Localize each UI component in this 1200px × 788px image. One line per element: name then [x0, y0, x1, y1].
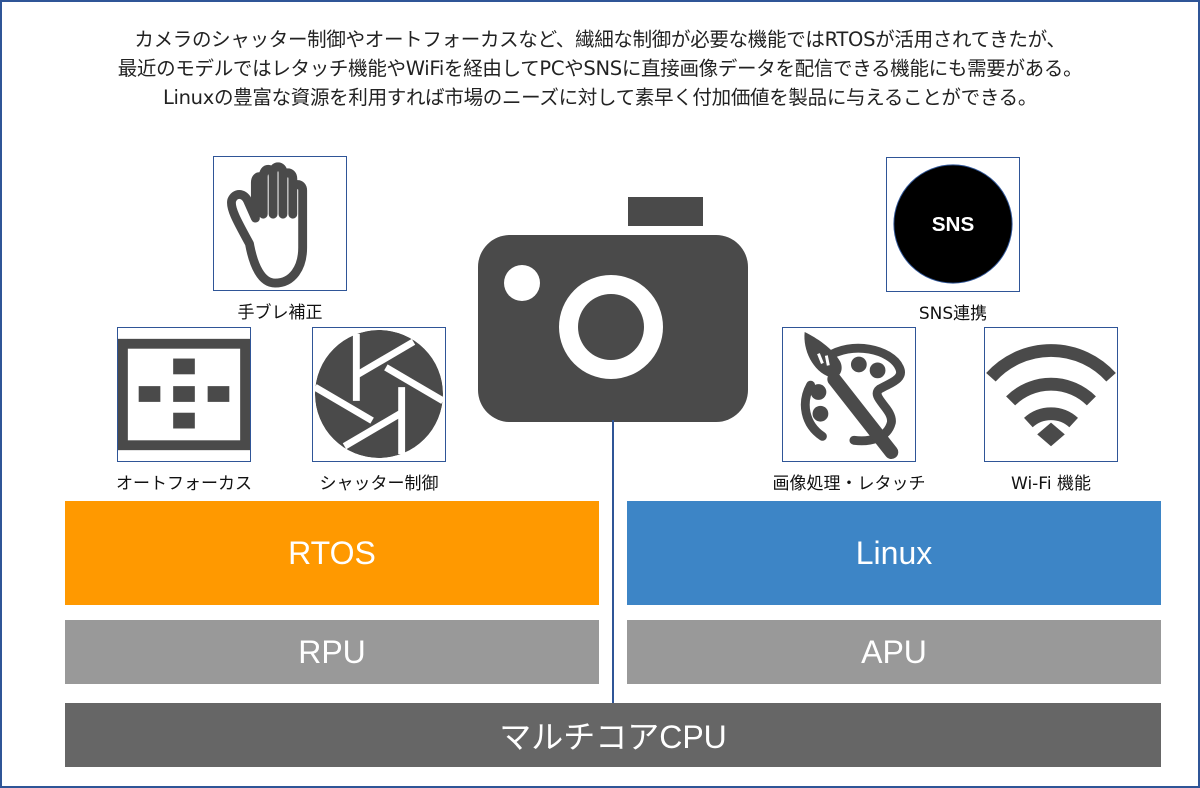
description-line-3: Linuxの豊富な資源を利用すれば市場のニーズに対して素早く付加価値を製品に与え… [162, 86, 1038, 109]
feature-label-wifi: Wi-Fi 機能 [1011, 474, 1091, 494]
feature-label-retouch: 画像処理・レタッチ [772, 474, 926, 494]
rpu-label: RPU [298, 633, 366, 670]
description-text: カメラのシャッター制御やオートフォーカスなど、繊細な制御が必要な機能ではRTOS… [0, 25, 1200, 112]
feature-label-autofocus: オートフォーカス [116, 474, 252, 494]
feature-label-shutter: シャッター制御 [319, 474, 439, 494]
rpu-block: RPU [65, 620, 599, 684]
shutter-aperture-icon [312, 327, 446, 462]
multicore-cpu-block: マルチコアCPU [65, 703, 1161, 767]
sns-icon-text: SNS [932, 213, 975, 236]
feature-label-sns: SNS連携 [918, 304, 988, 324]
autofocus-icon [117, 327, 251, 462]
rtos-label: RTOS [288, 534, 376, 571]
wifi-icon [984, 327, 1118, 462]
palette-brush-icon [782, 327, 916, 462]
camera-icon [478, 195, 748, 425]
feature-label-stabilization: 手ブレ補正 [237, 303, 323, 323]
sns-icon: SNS [886, 157, 1020, 292]
apu-block: APU [627, 620, 1161, 684]
linux-block: Linux [627, 501, 1161, 605]
description-line-1: カメラのシャッター制御やオートフォーカスなど、繊細な制御が必要な機能ではRTOS… [134, 28, 1066, 51]
linux-label: Linux [855, 534, 933, 571]
apu-label: APU [861, 633, 927, 670]
rtos-block: RTOS [65, 501, 599, 605]
connector-line [612, 420, 614, 703]
hand-icon [213, 156, 347, 291]
description-line-2: 最近のモデルではレタッチ機能やWiFiを経由してPCやSNSに直接画像データを配… [117, 57, 1083, 80]
multicore-cpu-label: マルチコアCPU [499, 719, 727, 755]
